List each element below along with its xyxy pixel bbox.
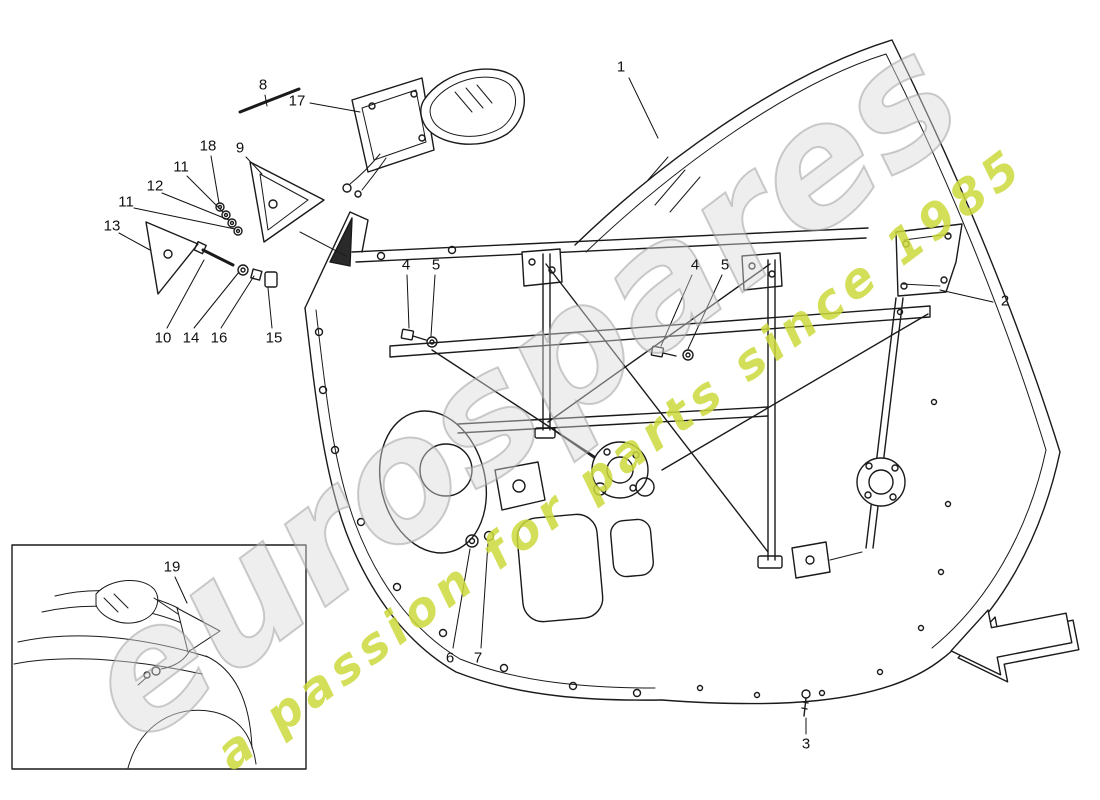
window-regulator [389, 248, 931, 569]
leader-line-17 [309, 102, 361, 113]
inset-frame [11, 544, 307, 770]
mirror-fasteners [193, 202, 278, 288]
leader-line-12 [161, 192, 230, 221]
mirror-bracket [351, 77, 435, 173]
mirror-head [420, 68, 525, 145]
leader-line-4 [406, 274, 410, 329]
inset-mirror-base [176, 607, 221, 653]
leader-line-18 [210, 155, 220, 204]
mirror-assembly [145, 68, 525, 295]
direction-arrow [950, 609, 1080, 683]
rear-regulator-bracket [791, 223, 963, 579]
leader-line-7 [480, 542, 489, 649]
leader-line-11 [133, 207, 236, 230]
inset-detail [11, 544, 307, 770]
mirror-base [249, 161, 325, 243]
leader-lines [118, 77, 994, 735]
leader-line-19 [174, 576, 188, 604]
mirror-gasket [145, 221, 199, 295]
leader-line-13 [118, 232, 151, 251]
mirror-trim-strip [238, 87, 301, 114]
door-and-glass [304, 39, 1061, 705]
leader-line-5 [687, 274, 723, 350]
leader-line-9 [245, 156, 263, 175]
leader-line-2 [939, 289, 994, 303]
leader-line-5 [430, 274, 436, 337]
panel-holes [314, 245, 952, 699]
watermark: eurospares a passion for parts since 198… [45, 0, 1035, 782]
regulator-cables [431, 263, 929, 553]
leader-line-8 [264, 94, 268, 107]
leader-line-10 [166, 259, 205, 329]
leader-line-4 [660, 274, 693, 347]
leader-line-1 [628, 77, 659, 139]
door-fasteners [400, 328, 811, 717]
leader-line-16 [220, 275, 255, 329]
leader-line-6 [452, 548, 471, 649]
leader-line-14 [193, 271, 240, 329]
leader-line-11 [186, 175, 224, 213]
leader-line-15 [267, 287, 273, 329]
inset-mirror-head [95, 579, 159, 624]
